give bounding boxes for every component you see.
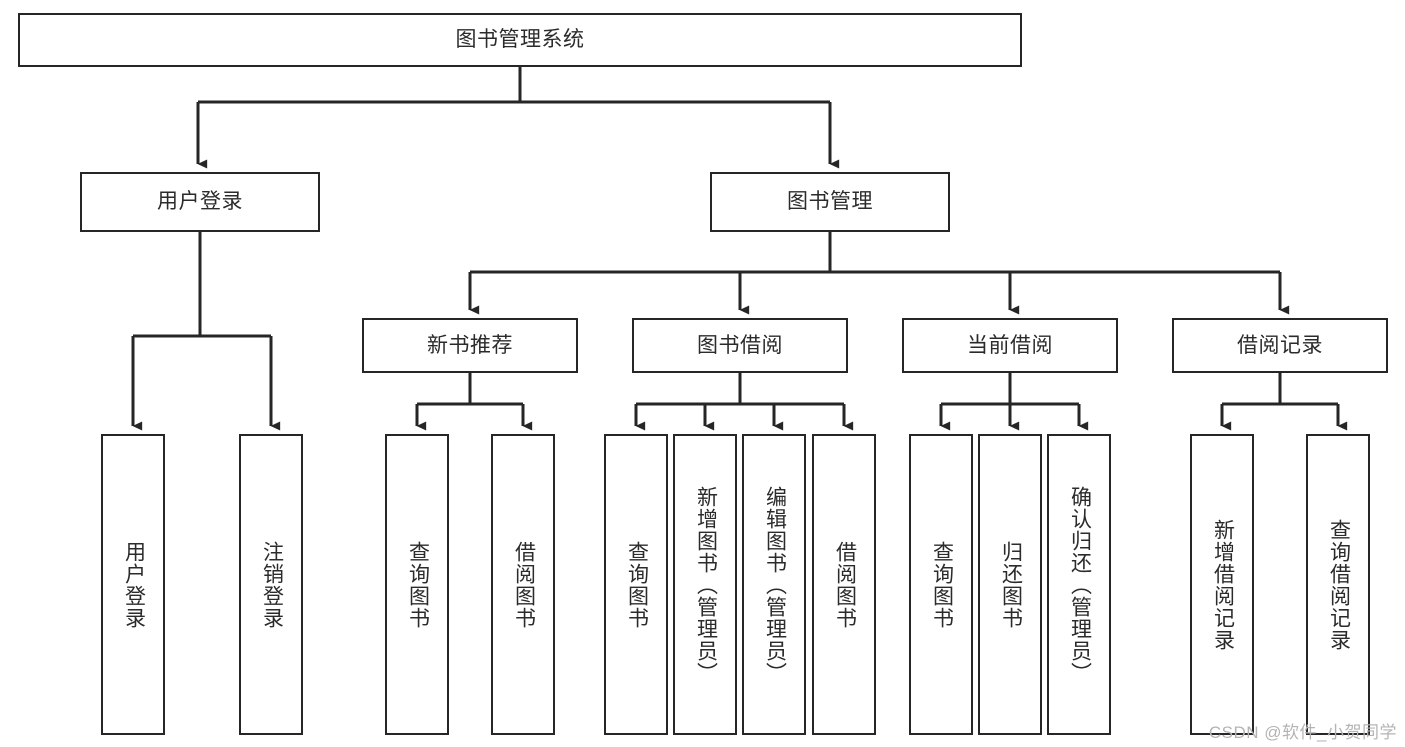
node-borrow-record[interactable]: 借阅记录	[1172, 318, 1388, 373]
node-user-login[interactable]: 用户登录	[80, 172, 320, 232]
node-book-management-label: 图书管理	[787, 190, 873, 214]
node-book-borrow[interactable]: 图书借阅	[632, 318, 848, 373]
node-user-login-label: 用户登录	[157, 190, 243, 214]
node-leaf-user-logout-label: 注销登录	[260, 540, 284, 629]
node-leaf-query-book-2-label: 查询图书	[625, 540, 649, 629]
node-new-book-recommend[interactable]: 新书推荐	[362, 318, 578, 373]
node-root-label: 图书管理系统	[455, 28, 585, 52]
node-leaf-edit-book[interactable]: 编辑图书（管理员）	[742, 434, 806, 735]
node-leaf-confirm-return[interactable]: 确认归还（管理员）	[1047, 434, 1111, 735]
node-leaf-query-book-3-label: 查询图书	[930, 540, 954, 629]
node-borrow-record-label: 借阅记录	[1237, 333, 1323, 357]
node-root-book-management-system[interactable]: 图书管理系统	[18, 13, 1022, 67]
node-current-borrow-label: 当前借阅	[967, 333, 1053, 357]
node-book-borrow-label: 图书借阅	[697, 333, 783, 357]
node-book-management[interactable]: 图书管理	[710, 172, 950, 232]
node-leaf-borrow-book-1-label: 借阅图书	[512, 540, 536, 629]
node-current-borrow[interactable]: 当前借阅	[902, 318, 1118, 373]
node-leaf-add-record-label: 新增借阅记录	[1211, 518, 1235, 651]
node-leaf-user-login[interactable]: 用户登录	[101, 434, 165, 735]
node-leaf-add-book-label: 新增图书（管理员）	[694, 485, 718, 684]
node-leaf-user-login-label: 用户登录	[122, 540, 146, 629]
node-leaf-add-book[interactable]: 新增图书（管理员）	[673, 434, 737, 735]
node-leaf-query-book-2[interactable]: 查询图书	[604, 434, 668, 735]
node-leaf-borrow-book-2-label: 借阅图书	[833, 540, 857, 629]
node-leaf-user-logout[interactable]: 注销登录	[239, 434, 303, 735]
node-leaf-query-book-1[interactable]: 查询图书	[385, 434, 449, 735]
node-leaf-edit-book-label: 编辑图书（管理员）	[763, 485, 787, 684]
node-leaf-return-book-label: 归还图书	[999, 540, 1023, 629]
node-leaf-query-record-label: 查询借阅记录	[1327, 518, 1351, 651]
node-leaf-query-book-1-label: 查询图书	[406, 540, 430, 629]
node-leaf-query-book-3[interactable]: 查询图书	[909, 434, 973, 735]
node-leaf-add-record[interactable]: 新增借阅记录	[1190, 434, 1254, 735]
node-leaf-confirm-return-label: 确认归还（管理员）	[1068, 485, 1092, 684]
node-leaf-query-record[interactable]: 查询借阅记录	[1306, 434, 1370, 735]
node-leaf-return-book[interactable]: 归还图书	[978, 434, 1042, 735]
node-new-book-recommend-label: 新书推荐	[427, 333, 513, 357]
node-leaf-borrow-book-1[interactable]: 借阅图书	[491, 434, 555, 735]
node-leaf-borrow-book-2[interactable]: 借阅图书	[812, 434, 876, 735]
